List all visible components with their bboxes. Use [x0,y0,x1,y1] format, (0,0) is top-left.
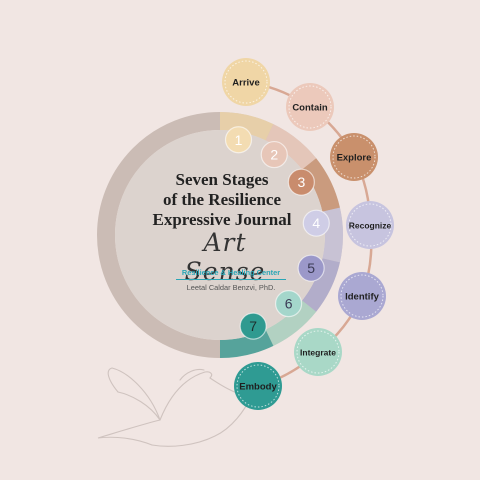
stage-number-2: 2 [260,140,288,169]
stage-bubble-dotted-ring [288,85,332,129]
stage-bubble-circle [234,362,282,410]
inner-circle [115,130,325,340]
stage-label: Integrate [300,348,336,358]
stage-number-3: 3 [287,168,315,196]
stage-bubble-circle [338,272,386,320]
stage-bubble-recognize: Recognize [346,201,394,249]
stage-bubble-embody: Embody [234,362,282,410]
logo-subtitle: Resilience & Healing Center [181,268,281,277]
stage-bubble-dotted-ring [236,364,280,408]
stage-bubble-arrive: Arrive [222,58,270,106]
stage-label: Recognize [349,221,392,231]
author-name: Leetal Caldar Benzvi, PhD. [186,283,276,292]
logo-underline [176,279,286,281]
stage-bubble-circle [286,83,334,131]
stage-number-text: 7 [249,318,257,334]
stage-number-text: 6 [285,296,293,312]
logo-script-text: Art Sense [184,228,266,286]
stage-label: Identify [345,292,379,303]
ring-segment-6 [265,300,317,346]
stage-bubble-integrate: Integrate [294,328,342,376]
stage-number-6: 6 [274,289,303,318]
stage-number-text: 4 [312,215,320,231]
stage-bubble-explore: Explore [330,133,378,181]
stage-number-4: 4 [302,209,330,237]
ring-segment-2 [265,124,317,170]
bird-drawing-icon [97,367,251,447]
ring-segment-7 [219,329,274,358]
stage-number-circle [274,289,303,318]
stage-number-circle [239,312,267,340]
stage-bubble-contain: Contain [286,83,334,131]
ring-segment-5 [301,258,340,312]
stage-bubble-dotted-ring [348,203,392,247]
stage-number-circle [260,140,288,169]
stage-bubble-dotted-ring [296,330,340,374]
stage-number-circle [224,126,253,154]
stage-number-5: 5 [297,254,325,282]
stage-number-text: 3 [297,174,305,190]
stage-bubble-identify: Identify [338,272,386,320]
diagram-title: Seven Stages of the Resilience Expressiv… [138,170,306,230]
stage-number-text: 1 [235,132,243,148]
ring-segment-1 [219,112,274,141]
stage-number-text: 2 [270,147,278,163]
ring-segment-4 [322,207,343,263]
stage-number-text: 5 [307,260,315,276]
stage-bubble-dotted-ring [224,60,268,104]
stage-number-circle [302,209,330,237]
ring-segment-3 [301,158,340,212]
stage-bubble-circle [346,201,394,249]
stage-bubble-circle [330,133,378,181]
stage-number-7: 7 [239,312,267,340]
stage-label: Explore [337,153,372,164]
stage-number-circle [287,168,315,196]
title-line-2: of the Resilience [162,190,282,209]
stage-bubble-circle [294,328,342,376]
stage-bubble-dotted-ring [332,135,376,179]
stage-label: Embody [239,382,277,393]
stage-bubbles: ArriveContainExploreRecognizeIdentifyInt… [222,58,394,410]
stage-label: Contain [292,103,328,114]
stage-number-1: 1 [224,126,253,154]
stage-label: Arrive [232,78,259,89]
stage-bubble-circle [222,58,270,106]
title-line-1: Seven Stages [175,170,269,189]
stage-number-circle [297,254,325,282]
ring-segments [219,112,343,358]
title-line-3: Expressive Journal [152,210,292,229]
number-circles: 1 2 3 4 5 6 7 [224,126,330,340]
stage-bubble-dotted-ring [340,274,384,318]
